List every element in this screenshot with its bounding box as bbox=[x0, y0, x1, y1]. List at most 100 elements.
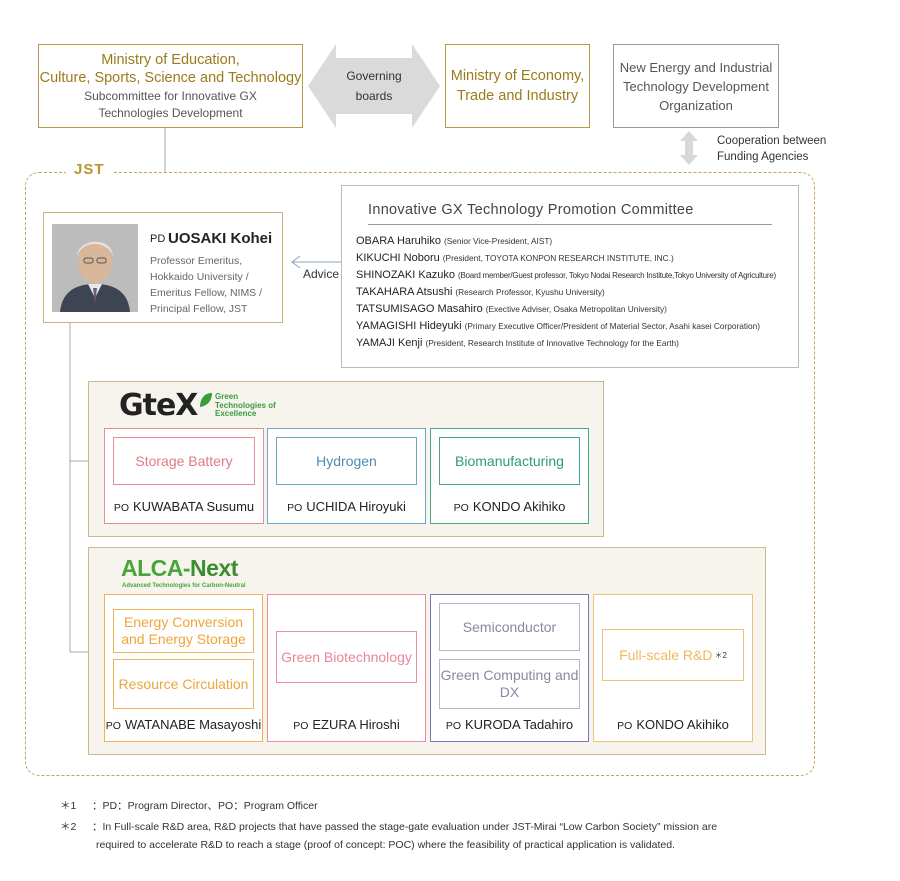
gtex-tag-line: Green bbox=[215, 392, 239, 401]
area-green-computing: Green Computing and DX bbox=[439, 659, 580, 709]
cooperation-line2: Funding Agencies bbox=[717, 151, 809, 163]
member-affiliation: (Research Professor, Kyushu University) bbox=[455, 287, 605, 297]
cooperation-label: Cooperation between Funding Agencies bbox=[717, 133, 837, 165]
nedo-line1: New Energy and Industrial bbox=[619, 59, 773, 75]
member-affiliation: (President, TOYOTA KONPON RESEARCH INSTI… bbox=[442, 253, 674, 263]
gtex-logo: GteX bbox=[119, 388, 198, 423]
footnote-mark: ＊2 bbox=[60, 821, 77, 833]
po-name: WATANABE Masayoshi bbox=[124, 717, 262, 732]
po-name: EZURA Hiroshi bbox=[312, 717, 400, 732]
meti-line2: Trade and Industry bbox=[456, 88, 579, 104]
pd-desc-line: Hokkaido University / bbox=[150, 271, 249, 283]
pd-name: UOSAKI Kohei bbox=[168, 230, 273, 247]
committee-member: OBARA Haruhiko(Senior Vice-President, AI… bbox=[356, 235, 552, 247]
member-affiliation: (Board member/Guest professor, Tokyo Nod… bbox=[458, 271, 776, 280]
pd-desc-line: Professor Emeritus, bbox=[150, 255, 243, 267]
program-director-box: PD UOSAKI Kohei Professor Emeritus, Hokk… bbox=[43, 212, 283, 323]
member-name: YAMAJI Kenji bbox=[356, 337, 423, 349]
committee-title-underline bbox=[368, 224, 772, 225]
pd-portrait-photo bbox=[52, 224, 138, 312]
alca-next-logo: ALCA-Next bbox=[121, 555, 238, 582]
gtex-tag-line: Technologies of bbox=[215, 400, 276, 410]
footnote-marker: ＊2 bbox=[714, 650, 727, 660]
footnote-mark: ＊1 bbox=[60, 800, 77, 812]
alca-tagline: Advanced Technologies for Carbon-Neutral bbox=[122, 583, 246, 589]
po-line: PO KURODA Tadahiro bbox=[431, 717, 588, 732]
member-name: TATSUMISAGO Masahiro bbox=[356, 303, 483, 315]
advice-label: Advice bbox=[303, 267, 340, 281]
po-name: KURODA Tadahiro bbox=[465, 717, 574, 732]
po-label: PO bbox=[617, 720, 633, 732]
member-affiliation: (Primary Executive Officer/President of … bbox=[464, 321, 760, 331]
area-semiconductor: Semiconductor bbox=[439, 603, 580, 651]
program-semiconductor-computing: Semiconductor Green Computing and DX PO K… bbox=[430, 594, 589, 742]
pd-role-label: PD bbox=[150, 233, 166, 245]
pd-description: Professor Emeritus, Hokkaido University … bbox=[150, 253, 275, 317]
member-name: YAMAGISHI Hideyuki bbox=[356, 320, 462, 332]
jst-label: JST bbox=[66, 161, 113, 178]
footnote-text: ：In Full-scale R&D area, R&D projects th… bbox=[92, 821, 718, 833]
member-affiliation: (Senior Vice-President, AIST) bbox=[443, 236, 553, 246]
po-name: KONDO Akihiko bbox=[472, 499, 566, 514]
area-resource-circulation: Resource Circulation bbox=[113, 659, 254, 709]
member-name: OBARA Haruhiko bbox=[356, 235, 441, 247]
area-biomanufacturing: Biomanufacturing bbox=[439, 437, 580, 485]
member-name: TAKAHARA Atsushi bbox=[356, 286, 453, 298]
nedo-line3: Organization bbox=[659, 97, 733, 113]
leaf-icon bbox=[200, 393, 212, 407]
committee-member: KIKUCHI Noboru(President, TOYOTA KONPON … bbox=[356, 252, 674, 264]
po-name: KONDO Akihiko bbox=[636, 717, 729, 732]
footnote-2-cont: required to accelerate R&D to reach a st… bbox=[96, 839, 675, 851]
governing-double-arrow bbox=[308, 44, 440, 128]
mext-name-line1: Ministry of Education, bbox=[101, 52, 240, 68]
committee-member: YAMAGISHI Hideyuki(Primary Executive Off… bbox=[356, 320, 760, 332]
nedo-line2: Technology Development bbox=[623, 78, 769, 94]
committee-member: TAKAHARA Atsushi(Research Professor, Kyu… bbox=[356, 286, 605, 298]
po-label: PO bbox=[453, 502, 469, 514]
mext-name-line2: Culture, Sports, Science and Technology bbox=[39, 70, 302, 86]
jst-frame bbox=[25, 172, 815, 776]
gtex-panel: GteX Green Technologies of Excellence St… bbox=[88, 381, 604, 537]
governing-line1: Governing bbox=[346, 69, 402, 83]
area-full-scale-rd: Full-scale R&D＊2 bbox=[602, 629, 744, 681]
member-affiliation: (President, Research Institute of Innova… bbox=[425, 338, 679, 348]
po-label: PO bbox=[113, 502, 130, 514]
po-label: PO bbox=[445, 720, 461, 732]
governing-boards-label: Governing boards bbox=[340, 66, 408, 106]
nedo-box: New Energy and Industrial Technology Dev… bbox=[613, 44, 779, 128]
promotion-committee-box: Innovative GX Technology Promotion Commi… bbox=[341, 185, 799, 368]
mext-sub-line1: Subcommittee for Innovative GX bbox=[84, 89, 257, 103]
member-name: SHINOZAKI Kazuko bbox=[356, 269, 456, 281]
area-energy-conversion: Energy Conversion and Energy Storage bbox=[113, 609, 254, 653]
governing-line2: boards bbox=[355, 89, 393, 103]
meti-line1: Ministry of Economy, bbox=[450, 68, 585, 84]
footnote-text: ：PD：Program Director、PO：Program Officer bbox=[92, 800, 318, 812]
full-scale-label: Full-scale R&D bbox=[619, 646, 713, 663]
footnote-1: ＊1 ：PD：Program Director、PO：Program Office… bbox=[60, 797, 318, 815]
committee-member: YAMAJI Kenji(President, Research Institu… bbox=[356, 337, 679, 349]
committee-member: TATSUMISAGO Masahiro(Exective Adviser, O… bbox=[356, 303, 667, 315]
member-affiliation: (Exective Adviser, Osaka Metropolitan Un… bbox=[485, 304, 667, 314]
mext-box: Ministry of Education, Culture, Sports, … bbox=[38, 44, 303, 128]
po-label: PO bbox=[287, 502, 303, 514]
footnote-2: ＊2 ：In Full-scale R&D area, R&D projects … bbox=[60, 818, 717, 836]
pd-desc-line: Principal Fellow, JST bbox=[150, 303, 248, 315]
po-label: PO bbox=[105, 720, 121, 732]
area-storage-battery: Storage Battery bbox=[113, 437, 255, 485]
po-label: PO bbox=[293, 720, 309, 732]
program-energy-resource: Energy Conversion and Energy Storage Res… bbox=[104, 594, 263, 742]
member-name: KIKUCHI Noboru bbox=[356, 252, 440, 264]
committee-title: Innovative GX Technology Promotion Commi… bbox=[368, 202, 694, 218]
